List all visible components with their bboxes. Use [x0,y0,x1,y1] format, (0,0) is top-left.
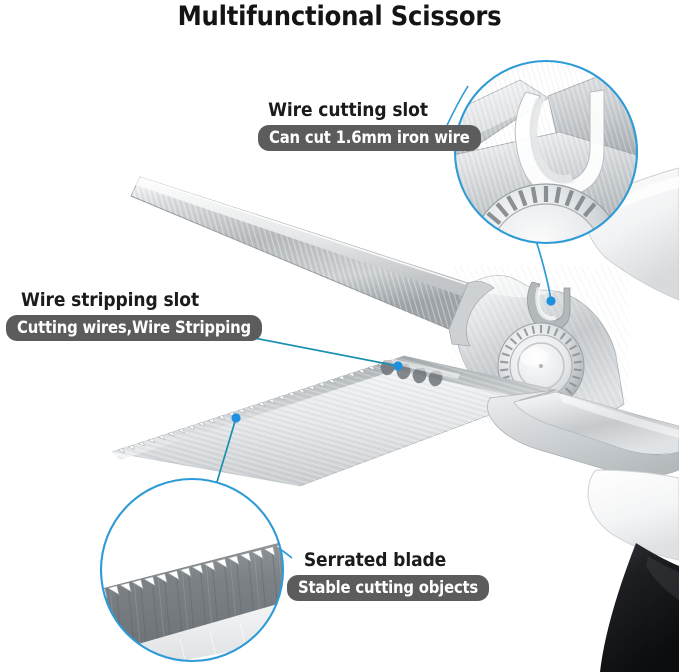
marker-dot-serrated [231,413,241,423]
leader-serrated [213,417,237,493]
page-title: Multifunctional Scissors [177,1,502,32]
detail-circle-serrated [99,477,285,663]
callout-heading-wire-stripping: Wire stripping slot [20,289,200,311]
callout-badge-serrated-blade: Stable cutting objects [287,575,490,601]
wire-stripping-notches [380,357,460,387]
callout-wire-cutting: Wire cutting slot Can cut 1.6mm iron wir… [258,98,481,151]
detail-screw-knurl [467,183,625,243]
callout-serrated-blade: Serrated blade Stable cutting objects [287,548,490,601]
detail-circle-wire-cutting [453,59,639,245]
callout-badge-wire-cutting: Can cut 1.6mm iron wire [258,125,481,151]
marker-dots [231,296,556,423]
marker-dot-wire-cutting [546,296,556,306]
serration-teeth [117,358,395,454]
lower-handle-black [600,543,679,672]
callout-heading-wire-cutting: Wire cutting slot [268,99,428,121]
detail-circle-outline-serrated [99,477,285,663]
detail-circle-outline-wire-cutting [453,59,639,245]
callout-heading-serrated-blade: Serrated blade [303,549,447,571]
marker-dot-wire-stripping [393,361,403,371]
lower-handle-white [587,469,679,561]
callout-badge-wire-stripping: Cutting wires,Wire Stripping [6,315,262,341]
callout-wire-stripping: Wire stripping slot Cutting wires,Wire S… [6,288,262,341]
